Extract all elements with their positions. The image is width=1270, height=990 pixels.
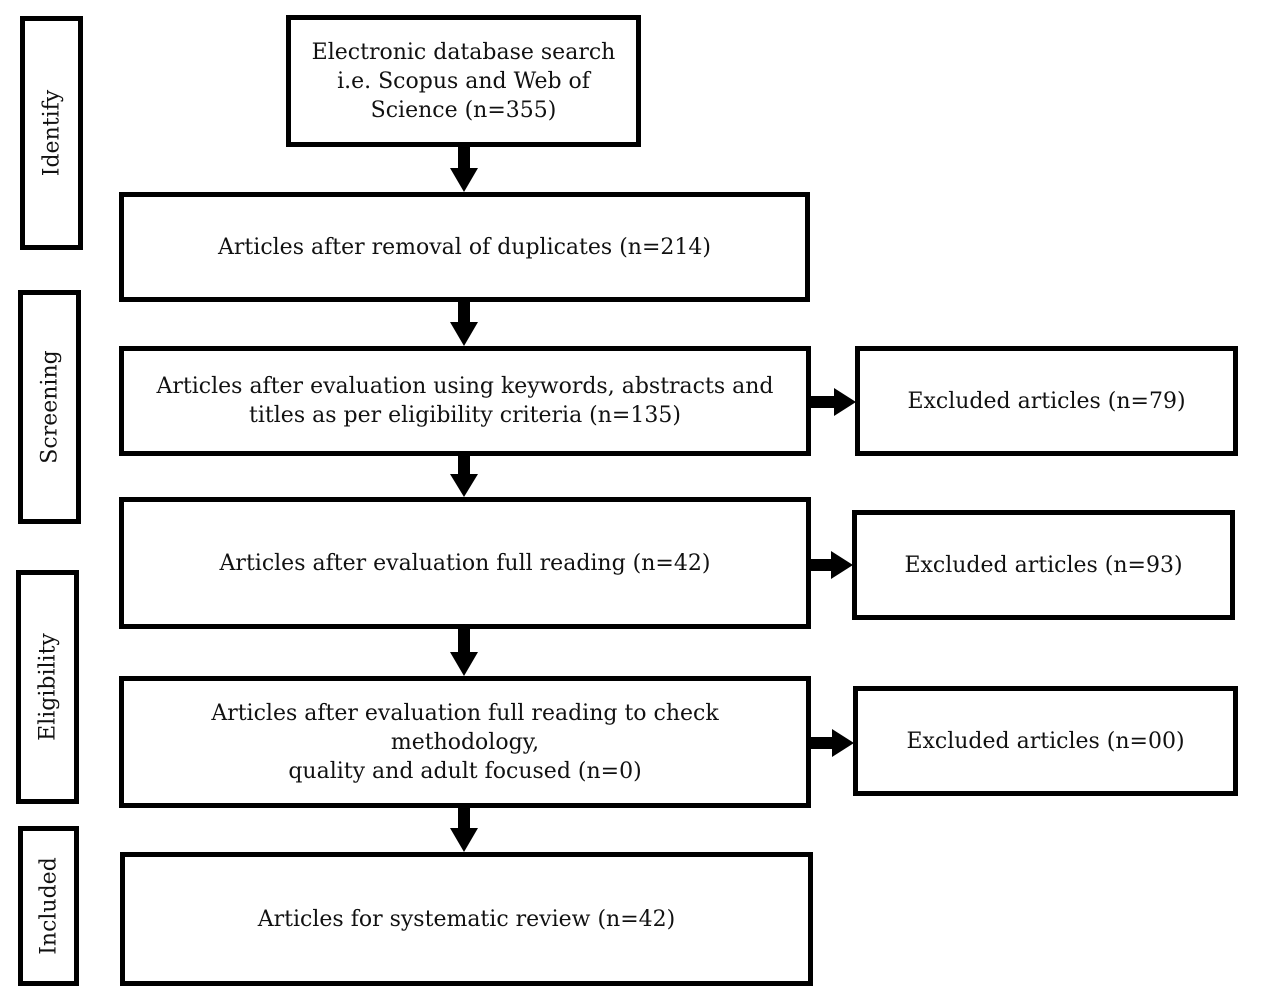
stage-identify: Identify — [20, 16, 83, 250]
stage-screening: Screening — [18, 290, 81, 524]
arrow-down-1 — [450, 147, 478, 192]
database-search-line-2: i.e. Scopus and Web of — [337, 68, 590, 94]
systematic-review-line-1: Articles for systematic review (n=42) — [257, 906, 676, 932]
stage-eligibility: Eligibility — [16, 570, 79, 804]
excluded-3-line-1: Excluded articles (n=00) — [906, 728, 1185, 754]
excluded-2-line-1: Excluded articles (n=93) — [904, 552, 1183, 578]
arrow-down-2 — [450, 302, 478, 346]
after-keywords-box: Articles after evaluation using keywords… — [119, 346, 811, 456]
database-search-box: Electronic database search i.e. Scopus a… — [286, 15, 641, 147]
arrow-down-4 — [450, 629, 478, 676]
stage-included: Included — [18, 826, 79, 986]
arrow-right-1 — [811, 388, 856, 416]
database-search-line-3: Science (n=355) — [370, 97, 557, 123]
arrow-right-2 — [811, 551, 853, 579]
after-duplicates-box: Articles after removal of duplicates (n=… — [119, 192, 810, 302]
arrow-down-5 — [450, 808, 478, 852]
systematic-review-box: Articles for systematic review (n=42) — [120, 852, 813, 986]
after-duplicates-line-1: Articles after removal of duplicates (n=… — [218, 234, 711, 260]
excluded-box-2: Excluded articles (n=93) — [852, 510, 1235, 620]
excluded-box-1: Excluded articles (n=79) — [855, 346, 1238, 456]
after-keywords-line-1: Articles after evaluation using keywords… — [156, 374, 774, 399]
after-keywords-line-2: titles as per eligibility criteria (n=13… — [249, 403, 681, 428]
excluded-box-3: Excluded articles (n=00) — [853, 686, 1238, 796]
arrow-right-3 — [811, 729, 854, 757]
after-full-reading-line-1: Articles after evaluation full reading (… — [219, 550, 711, 576]
arrow-down-3 — [450, 456, 478, 497]
after-methodology-line-2: quality and adult focused (n=0) — [288, 758, 642, 784]
after-methodology-line-1: Articles after evaluation full reading t… — [211, 700, 719, 755]
excluded-1-line-1: Excluded articles (n=79) — [907, 388, 1186, 414]
after-full-reading-box: Articles after evaluation full reading (… — [119, 497, 811, 629]
after-methodology-box: Articles after evaluation full reading t… — [119, 676, 811, 808]
database-search-line-1: Electronic database search — [311, 39, 616, 65]
